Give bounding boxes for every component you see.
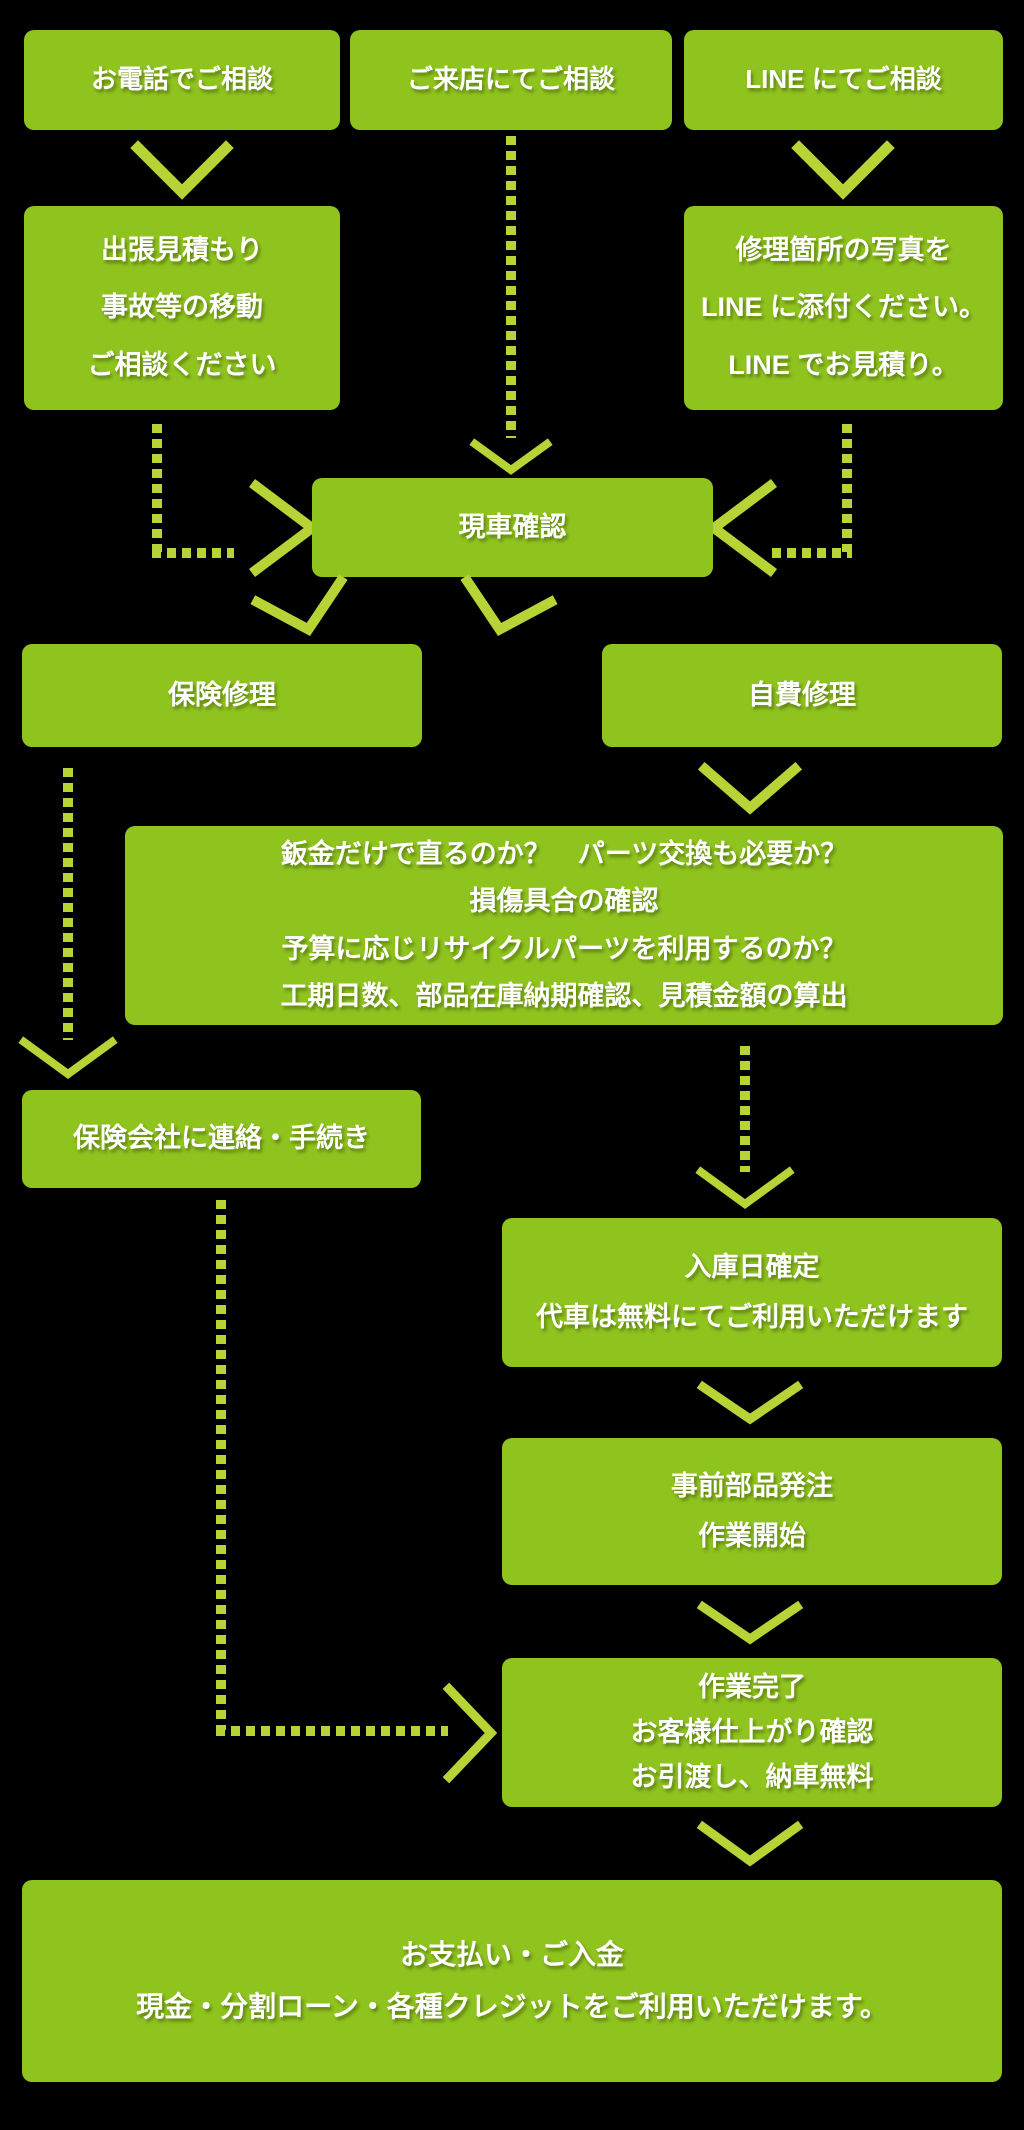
node-label: 現車確認: [458, 511, 567, 542]
arrow-down-right-icon: [460, 574, 558, 637]
node-onsite-estimate: 出張見積もり 事故等の移動 ご相談ください: [24, 206, 340, 410]
node-line: ご相談ください: [87, 349, 277, 380]
node-line: 入庫日確定: [684, 1252, 820, 1283]
node-label: 自費修理: [748, 679, 856, 710]
arrow-down-icon: [696, 1820, 804, 1867]
node-line: 作業完了: [698, 1671, 806, 1702]
node-label: 保険修理: [168, 679, 276, 710]
node-insurance-contact: 保険会社に連絡・手続き: [22, 1090, 421, 1188]
dotted-connector-insurance-down: [63, 768, 73, 1040]
node-self-pay-repair: 自費修理: [602, 644, 1002, 747]
node-insurance-repair: 保険修理: [22, 644, 422, 747]
dotted-connector-linephoto-down: [842, 424, 852, 552]
arrow-down-icon: [696, 1380, 804, 1425]
node-work-complete: 作業完了 お客様仕上がり確認 お引渡し、納車無料: [502, 1658, 1002, 1807]
node-line: お客様仕上がり確認: [630, 1716, 874, 1747]
arrowhead-down-icon: [695, 1166, 795, 1209]
node-line: 予算に応じリサイクルパーツを利用するのか？: [281, 933, 847, 964]
node-line: 損傷具合の確認: [469, 886, 659, 917]
arrow-down-left-icon: [250, 574, 348, 637]
node-vehicle-check: 現車確認: [312, 478, 713, 577]
dotted-connector-visit-to-check: [506, 136, 516, 438]
node-line: 修理箇所の写真を: [735, 235, 952, 266]
node-line: 出張見積もり: [101, 235, 263, 266]
arrowhead-down-icon: [469, 438, 553, 475]
node-line: 工期日数、部品在庫納期確認、見積金額の算出: [280, 980, 848, 1011]
dotted-connector-onsite-down: [152, 424, 162, 552]
node-line: 代車は無料にてご利用いただけます: [536, 1301, 968, 1332]
arrow-right-icon: [249, 479, 321, 577]
arrow-down-icon: [791, 140, 895, 200]
node-line: 事故等の移動: [101, 292, 263, 323]
node-payment: お支払い・ご入金 現金・分割ローン・各種クレジットをご利用いただけます。: [22, 1880, 1002, 2082]
node-line: LINE でお見積り。: [728, 349, 959, 380]
arrow-down-icon: [696, 1600, 804, 1645]
node-parts-order: 事前部品発注 作業開始: [502, 1438, 1002, 1585]
arrow-right-icon: [442, 1682, 498, 1784]
node-line: 現金・分割ローン・各種クレジットをご利用いただけます。: [136, 1991, 888, 2022]
node-line: お引渡し、納車無料: [630, 1762, 874, 1793]
node-line: 作業開始: [698, 1520, 806, 1551]
node-line: 事前部品発注: [671, 1471, 833, 1502]
arrow-left-icon: [705, 479, 777, 577]
arrowhead-down-icon: [18, 1036, 118, 1079]
node-line: LINE に添付ください。: [700, 292, 986, 323]
node-label: ご来店にてご相談: [406, 64, 615, 95]
node-entry-tel: お電話でご相談: [24, 30, 340, 130]
node-entry-line: LINE にてご相談: [684, 30, 1003, 130]
dotted-connector-linephoto-left: [772, 548, 852, 558]
dotted-connector-onsite-right: [152, 548, 234, 558]
node-line: 鈑金だけで直るのか？ パーツ交換も必要か？: [280, 839, 848, 870]
node-checkin-date: 入庫日確定 代車は無料にてご利用いただけます: [502, 1218, 1002, 1367]
dotted-connector-assessment-down: [740, 1046, 750, 1172]
arrow-down-icon: [130, 140, 234, 200]
dotted-connector-contact-down: [216, 1200, 226, 1730]
arrow-down-icon: [697, 761, 803, 815]
node-label: お電話でご相談: [90, 64, 273, 95]
node-line: お支払い・ご入金: [399, 1938, 624, 1970]
node-label: 保険会社に連絡・手続き: [73, 1123, 370, 1154]
node-assessment: 鈑金だけで直るのか？ パーツ交換も必要か？ 損傷具合の確認 予算に応じリサイクル…: [125, 826, 1003, 1025]
node-entry-visit: ご来店にてご相談: [350, 30, 672, 130]
dotted-connector-contact-right: [216, 1726, 448, 1736]
node-label: LINE にてご相談: [745, 64, 942, 95]
node-line-photo: 修理箇所の写真を LINE に添付ください。 LINE でお見積り。: [684, 206, 1003, 410]
